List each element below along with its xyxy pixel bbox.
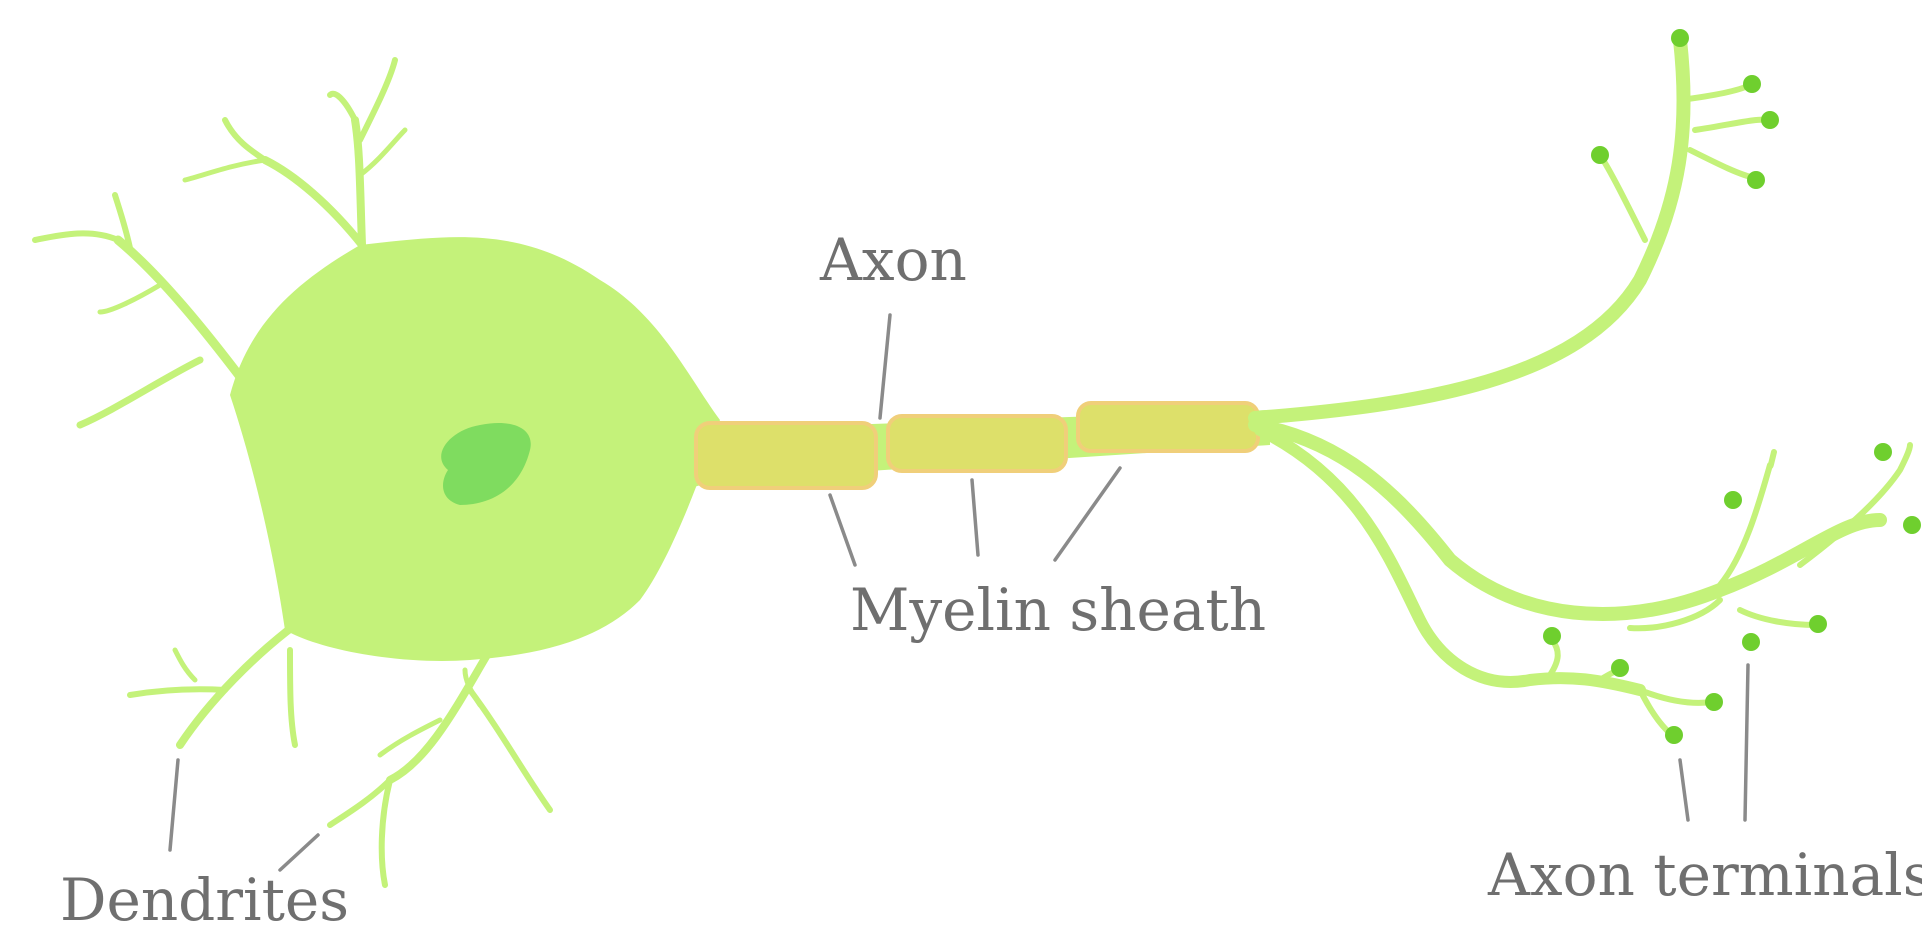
terminal-dot (1724, 491, 1742, 509)
axon-leader-line (880, 315, 890, 418)
dendrites-leader-line (280, 835, 318, 870)
axon-label: Axon (819, 226, 967, 294)
terminal-dot (1809, 615, 1827, 633)
terminal-dot (1761, 111, 1779, 129)
myelin-sheath (696, 403, 1258, 488)
myelin-leader-line (972, 480, 978, 555)
myelin-segment (1078, 403, 1258, 451)
axon-terminal-dots (1543, 29, 1921, 744)
terminal-dot (1747, 171, 1765, 189)
terminal-dot (1671, 29, 1689, 47)
terminal-dot (1743, 75, 1761, 93)
terminal-dot (1705, 693, 1723, 711)
axon-terminal-branches (1255, 40, 1910, 735)
terminal-dot (1611, 659, 1629, 677)
terminal-dot (1543, 627, 1561, 645)
axon-terminals-label: Axon terminals (1487, 841, 1922, 909)
dendrites-label: Dendrites (60, 866, 349, 934)
dendrites-leader-line (170, 760, 178, 850)
axon-terminals-leader-line (1680, 760, 1688, 820)
terminal-dot (1742, 633, 1760, 651)
terminal-dot (1874, 443, 1892, 461)
terminal-dot (1591, 146, 1609, 164)
myelin-leader-line (830, 495, 855, 565)
terminal-dot (1903, 516, 1921, 534)
axon-terminals-leader-line (1745, 665, 1748, 820)
myelin-sheath-label: Myelin sheath (850, 576, 1266, 644)
terminal-dot (1665, 726, 1683, 744)
myelin-segment (888, 416, 1066, 471)
myelin-segment (696, 423, 876, 488)
myelin-leader-line (1055, 468, 1120, 560)
